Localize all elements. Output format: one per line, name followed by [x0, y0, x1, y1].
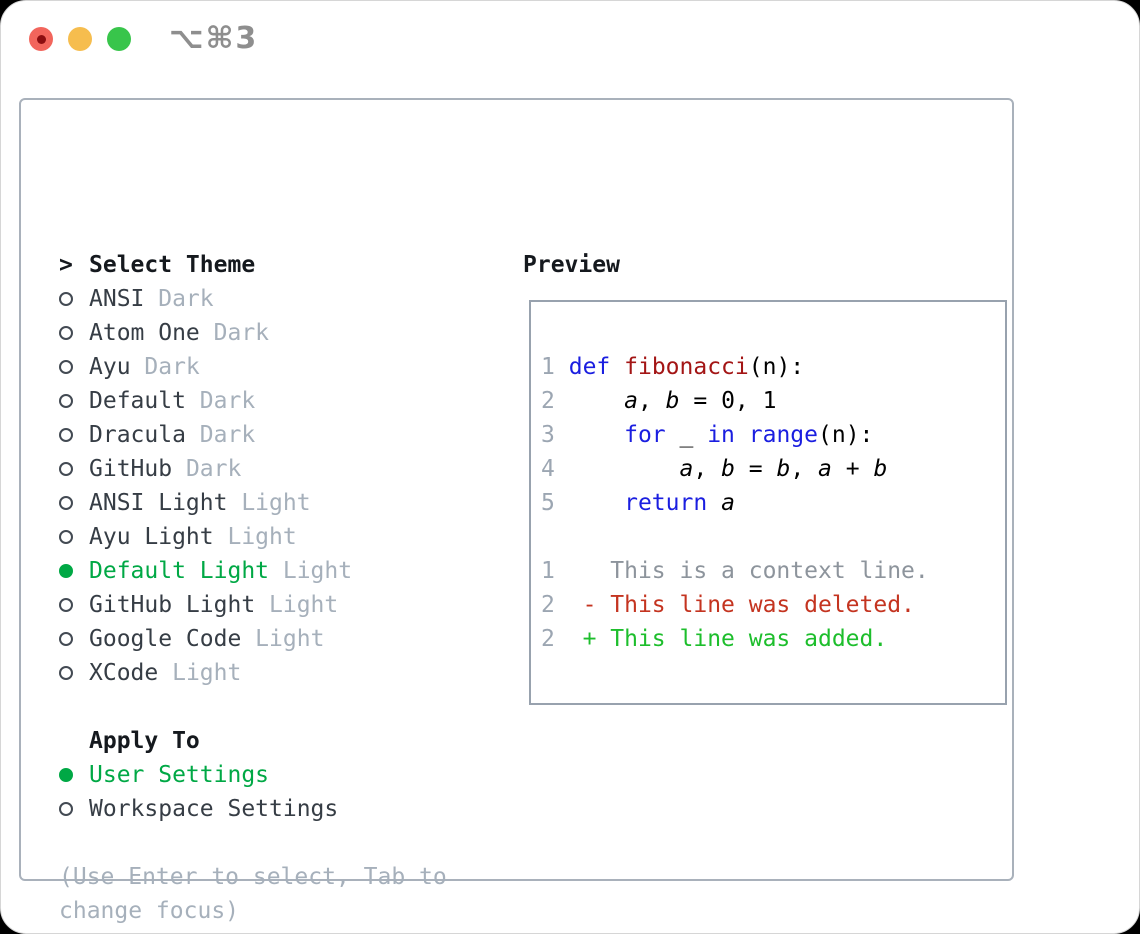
preview-code: 1 def fibonacci(n): 2 a, b = 0, 1 3 for _ …	[531, 302, 1005, 656]
theme-option-default[interactable]: Default Dark	[59, 384, 499, 418]
code-line: 5 return a	[541, 490, 735, 516]
code-line: 2 + This line was added.	[541, 626, 888, 652]
theme-option-ansi-light[interactable]: ANSI Light Light	[59, 486, 499, 520]
apply-option-user-settings[interactable]: User Settings	[59, 758, 499, 792]
theme-variant: Light	[213, 524, 297, 550]
theme-option-ayu-light[interactable]: Ayu Light Light	[59, 520, 499, 554]
hint-line-2: change focus)	[59, 898, 240, 924]
theme-variant: Dark	[130, 354, 200, 380]
radio-icon	[59, 360, 89, 374]
close-dot-icon	[36, 34, 46, 44]
zoom-button[interactable]	[107, 27, 131, 51]
radio-icon	[59, 598, 89, 612]
theme-name: GitHub Light	[89, 592, 256, 618]
theme-variant: Light	[241, 626, 325, 652]
apply-option-label: Workspace Settings	[89, 796, 339, 822]
code-line	[541, 520, 1005, 554]
minimize-button[interactable]	[68, 27, 92, 51]
theme-name: ANSI Light	[89, 490, 228, 516]
radio-icon	[59, 326, 89, 340]
theme-variant: Light	[158, 660, 242, 686]
radio-selected-icon	[59, 564, 89, 578]
prompt-icon: >	[59, 252, 73, 278]
theme-option-github-light[interactable]: GitHub Light Light	[59, 588, 499, 622]
theme-name: Dracula	[89, 422, 186, 448]
theme-name: Default Light	[89, 558, 270, 584]
spacer	[59, 826, 499, 860]
code-line: 3 for _ in range(n):	[541, 422, 874, 448]
preview-box: 1 def fibonacci(n): 2 a, b = 0, 1 3 for _ …	[529, 300, 1007, 705]
apply-option-workspace-settings[interactable]: Workspace Settings	[59, 792, 499, 826]
theme-option-google-code[interactable]: Google Code Light	[59, 622, 499, 656]
theme-variant: Light	[269, 558, 353, 584]
theme-name: Default	[89, 388, 186, 414]
theme-name: Ayu	[89, 354, 131, 380]
theme-name: Google Code	[89, 626, 242, 652]
theme-name: XCode	[89, 660, 159, 686]
preview-title: Preview	[523, 252, 620, 278]
theme-option-dracula[interactable]: Dracula Dark	[59, 418, 499, 452]
spacer	[59, 690, 499, 724]
theme-variant: Dark	[172, 456, 242, 482]
radio-icon	[59, 292, 89, 306]
code-line: 4 a, b = b, a + b	[541, 456, 888, 482]
hint-line-1: (Use Enter to select, Tab to	[59, 864, 447, 890]
theme-variant: Dark	[185, 422, 256, 448]
code-line: 2 a, b = 0, 1	[541, 388, 777, 414]
apply-to-header: Apply To	[59, 724, 499, 758]
theme-option-github[interactable]: GitHub Dark	[59, 452, 499, 486]
radio-selected-icon	[59, 768, 89, 782]
traffic-lights	[29, 27, 131, 51]
theme-option-default-light[interactable]: Default Light Light	[59, 554, 499, 588]
theme-name: Atom One	[89, 320, 200, 346]
theme-variant: Dark	[185, 388, 256, 414]
select-theme-title: Select Theme	[89, 252, 256, 278]
window-title: ⌥⌘3	[169, 21, 259, 56]
radio-icon	[59, 394, 89, 408]
theme-option-ansi[interactable]: ANSI Dark	[59, 282, 499, 316]
radio-icon	[59, 666, 89, 680]
theme-option-ayu[interactable]: Ayu Dark	[59, 350, 499, 384]
theme-variant: Dark	[144, 286, 214, 312]
select-theme-header: > Select Theme	[59, 248, 499, 282]
code-line: 2 - This line was deleted.	[541, 592, 915, 618]
code-line: 1 def fibonacci(n):	[541, 354, 805, 380]
theme-variant: Light	[227, 490, 311, 516]
radio-icon	[59, 802, 89, 816]
close-button[interactable]	[29, 27, 53, 51]
title-bar: ⌥⌘3	[1, 1, 1139, 98]
apply-option-label: User Settings	[89, 762, 270, 788]
theme-option-atom-one[interactable]: Atom One Dark	[59, 316, 499, 350]
radio-icon	[59, 428, 89, 442]
radio-icon	[59, 632, 89, 646]
theme-variant: Light	[255, 592, 339, 618]
theme-name: Ayu Light	[89, 524, 214, 550]
radio-icon	[59, 530, 89, 544]
apply-to-title: Apply To	[89, 728, 200, 754]
theme-name: ANSI	[89, 286, 145, 312]
code-line: 1 This is a context line.	[541, 558, 929, 584]
theme-option-xcode[interactable]: XCode Light	[59, 656, 499, 690]
theme-variant: Dark	[199, 320, 270, 346]
radio-icon	[59, 462, 89, 476]
radio-icon	[59, 496, 89, 510]
theme-name: GitHub	[89, 456, 173, 482]
